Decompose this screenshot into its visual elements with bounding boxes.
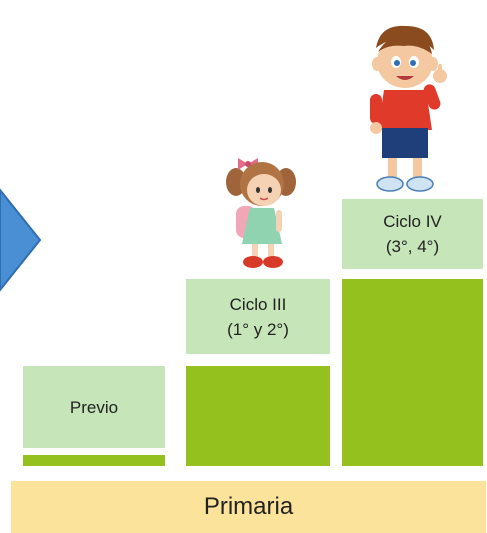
step-block-ciclo-iv — [342, 279, 483, 466]
step-label-line1: Ciclo IV — [383, 212, 442, 231]
boy-illustration — [370, 25, 447, 192]
step-label-line1: Ciclo III — [229, 294, 287, 314]
right-arrow-icon — [0, 188, 42, 292]
step-label-line2: (3°, 4°) — [385, 237, 440, 256]
step-block-previo — [23, 455, 165, 466]
step-label-previo: Previo — [23, 366, 165, 448]
girl-illustration — [226, 158, 296, 268]
step-label-ciclo-iv: Ciclo IV (3°, 4°) — [342, 199, 483, 269]
step-label-line1: Previo — [69, 397, 119, 417]
base-bar: Primaria — [11, 481, 486, 533]
step-label-ciclo-iii: Ciclo III (1° y 2°) — [186, 279, 330, 354]
base-label: Primaria — [203, 493, 294, 520]
step-block-ciclo-iii — [186, 366, 330, 466]
step-label-line2: (1° y 2°) — [227, 319, 289, 339]
